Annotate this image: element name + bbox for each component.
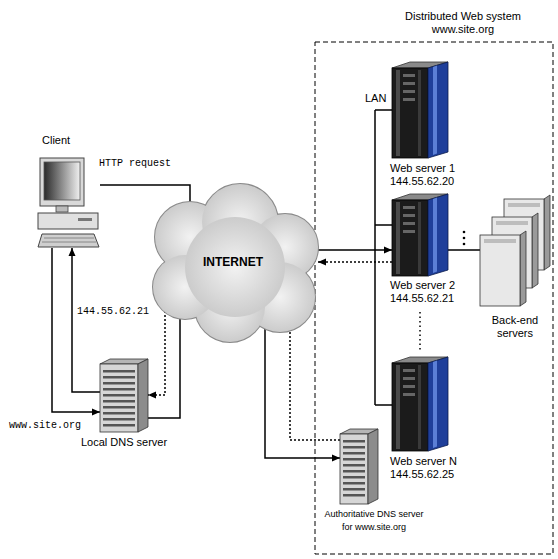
client-computer: Client bbox=[38, 158, 100, 248]
web-server: Web server 1144.55.62.20 bbox=[392, 60, 448, 158]
connector-line bbox=[448, 249, 480, 251]
dns-server: Authoritative DNS server for www.site.or… bbox=[340, 428, 378, 504]
node-text: 144.55.62.21 bbox=[390, 292, 474, 305]
client-icon bbox=[38, 158, 100, 248]
connector-line bbox=[52, 248, 100, 412]
edge-label: www.site.org bbox=[8, 420, 82, 432]
connector bbox=[448, 250, 480, 251]
node-text: INTERNET bbox=[148, 256, 318, 269]
node-text: Client bbox=[42, 134, 112, 147]
lan-bus bbox=[374, 110, 376, 405]
continuation-dot bbox=[463, 243, 466, 246]
edge-label: HTTP request bbox=[98, 158, 172, 170]
dns-server: Local DNS server bbox=[100, 358, 148, 432]
label-group: Back-end servers bbox=[482, 314, 548, 340]
label-group: Authoritative DNS server for www.site.or… bbox=[318, 508, 430, 534]
web-server: Web server N144.55.62.25 bbox=[392, 355, 448, 451]
label-group: INTERNET bbox=[148, 256, 318, 269]
node-text: 144.55.62.25 bbox=[390, 468, 474, 481]
node-text: Web server N bbox=[390, 455, 474, 468]
web-server: Web server 2144.55.62.21 bbox=[392, 192, 448, 276]
node-text: Authoritative DNS server for www.site.or… bbox=[318, 508, 430, 534]
node-text: Distributed Web system www.site.org bbox=[393, 10, 533, 36]
arrow-head bbox=[384, 247, 392, 254]
arrow-head bbox=[318, 259, 326, 266]
node-text: Back-end servers bbox=[482, 314, 548, 340]
internet-cloud: INTERNET bbox=[148, 182, 318, 345]
backend-servers: Back-end servers bbox=[480, 195, 550, 310]
node-text: Web server 1 bbox=[390, 162, 474, 175]
lan-stub bbox=[375, 109, 392, 111]
node-text: 144.55.62.20 bbox=[390, 175, 474, 188]
lan-stub bbox=[375, 404, 392, 406]
node-text: Local DNS server bbox=[74, 436, 174, 449]
edge-label: 144.55.62.21 bbox=[76, 306, 150, 318]
label-group: Web server 1144.55.62.20 bbox=[390, 162, 474, 188]
continuation-dot bbox=[463, 237, 466, 240]
lan-stub bbox=[375, 224, 392, 226]
arrow-head bbox=[332, 455, 340, 462]
dns-icon bbox=[100, 358, 148, 432]
label-group: Web server 2144.55.62.21 bbox=[390, 279, 474, 305]
label-group: Web server N144.55.62.25 bbox=[390, 455, 474, 481]
label-group: Local DNS server bbox=[74, 436, 174, 449]
server-icon bbox=[392, 60, 448, 158]
continuation-dots bbox=[419, 312, 421, 350]
connector-line bbox=[72, 248, 100, 392]
label-group: Client bbox=[42, 134, 112, 147]
connector bbox=[69, 248, 101, 392]
continuation-dot bbox=[463, 231, 466, 234]
arrow-head bbox=[69, 248, 76, 256]
connector bbox=[318, 259, 392, 266]
dns-icon bbox=[340, 428, 378, 504]
label-group: Distributed Web system www.site.org bbox=[393, 10, 533, 36]
server-icon bbox=[392, 192, 448, 276]
node-text: Web server 2 bbox=[390, 279, 474, 292]
server-icon bbox=[392, 355, 448, 451]
backend-icon bbox=[480, 195, 550, 310]
arrow-head bbox=[92, 409, 100, 416]
arrow-head bbox=[148, 392, 156, 399]
bus-label: LAN bbox=[364, 92, 387, 104]
connector-line bbox=[318, 261, 392, 263]
system-region: Distributed Web system www.site.orgWeb s… bbox=[312, 6, 556, 556]
connector bbox=[52, 248, 100, 416]
